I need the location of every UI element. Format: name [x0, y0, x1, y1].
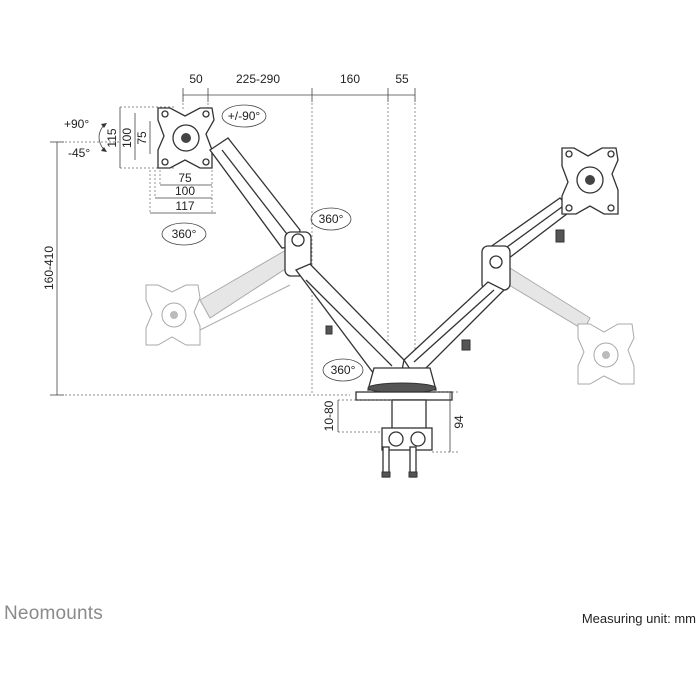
height-range-label: 160-410 [42, 246, 56, 290]
clamp-range-label: 10-80 [322, 400, 336, 431]
rotate-360-plate: 360° [172, 227, 197, 241]
rotate-360-elbow: 360° [319, 212, 344, 226]
height-dimension: 160-410 [42, 141, 350, 396]
vesa-plate [157, 107, 215, 169]
rotate-indicators: 360° 360° [310, 207, 364, 382]
swivel-label: +/-90° [228, 109, 261, 123]
vesa-v-100: 100 [120, 128, 134, 148]
dim-160: 160 [340, 72, 360, 86]
dim-50: 50 [189, 72, 203, 86]
vesa-v-75: 75 [135, 131, 149, 145]
swivel-indicator: +/-90° [221, 104, 267, 128]
top-dimension-chain: 50 225-290 160 55 [182, 72, 416, 395]
desk-clamp [355, 367, 453, 478]
vesa-h-75: 75 [178, 171, 192, 185]
right-vesa-plate [561, 147, 619, 215]
vesa-plate-detail: +90° -45° 115 100 75 75 100 117 [64, 106, 216, 246]
left-arm [209, 137, 405, 383]
measuring-unit-label: Measuring unit: mm [581, 611, 696, 626]
brand-logo: Neomounts [4, 603, 103, 624]
left-vesa-ghost [145, 284, 201, 346]
right-arm [403, 147, 619, 380]
dim-55: 55 [395, 72, 409, 86]
clamp-dimensions: 10-80 94 [322, 391, 466, 453]
right-vesa-ghost [577, 323, 635, 385]
tilt-up-label: +90° [64, 117, 89, 131]
rotate-360-base: 360° [331, 363, 356, 377]
right-arm-ghost [503, 267, 635, 385]
vesa-h-100: 100 [175, 184, 195, 198]
dim-225-290: 225-290 [236, 72, 280, 86]
clamp-height-label: 94 [452, 415, 466, 429]
vesa-v-115: 115 [105, 128, 119, 147]
left-arm-ghost [145, 249, 297, 346]
tilt-down-label: -45° [68, 146, 90, 160]
vesa-h-117: 117 [175, 199, 194, 213]
